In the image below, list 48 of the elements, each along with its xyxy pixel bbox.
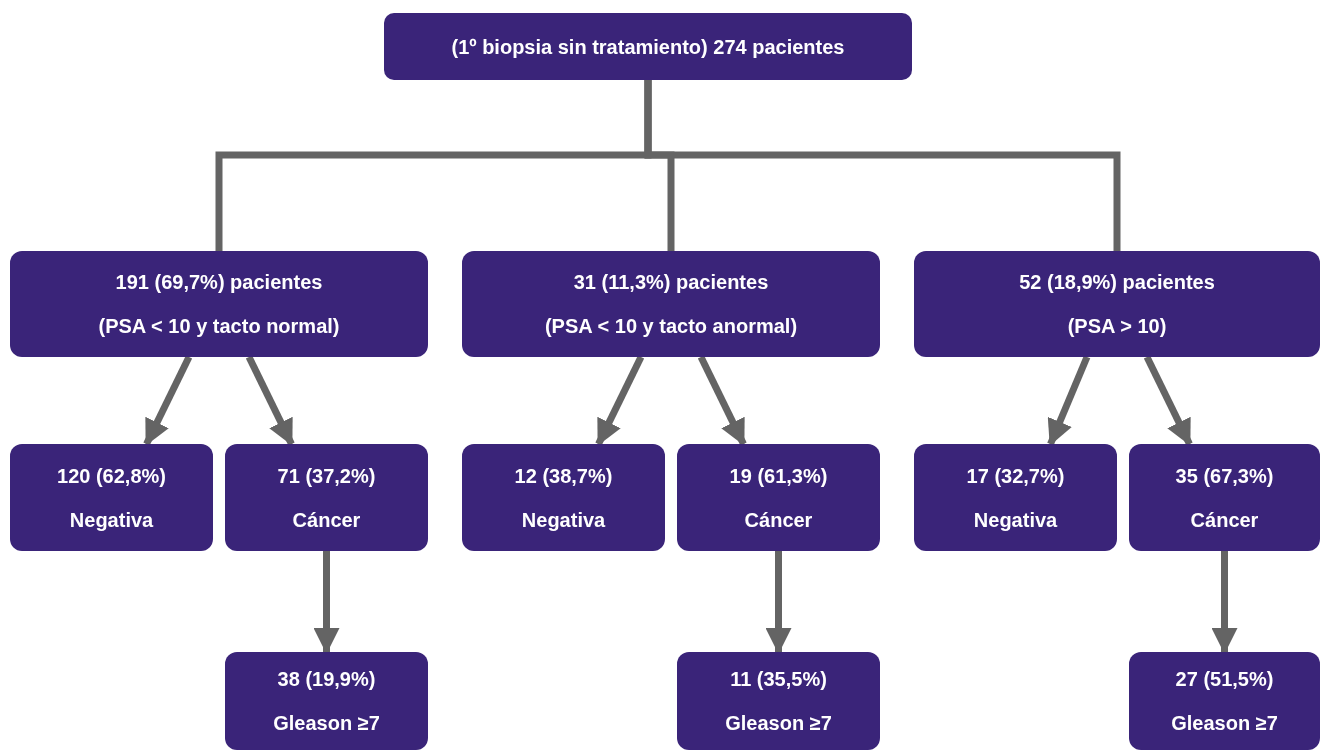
box-text: 27 (51,5%) [1175, 667, 1274, 691]
box-text: Negativa [973, 507, 1058, 532]
arrow [765, 551, 792, 654]
arrow [1211, 551, 1238, 654]
box-text: 17 (32,7%) [966, 463, 1065, 488]
process-box [10, 444, 213, 551]
box-text: 31 (11,3%) pacientes [573, 270, 769, 294]
box-text: 12 (38,7%) [514, 463, 613, 488]
box-text: (1º biopsia sin tratamiento) 274 pacientes [451, 34, 845, 59]
box-text: Gleason ≥7 [1171, 711, 1278, 735]
arrow [313, 551, 340, 654]
box-text: Cáncer [744, 507, 813, 532]
process-box [462, 444, 665, 551]
process-box [462, 251, 880, 357]
box-text: 35 (67,3%) [1175, 463, 1274, 488]
process-box [1129, 652, 1320, 750]
box-text: (PSA < 10 y tacto normal) [98, 314, 340, 338]
process-box [1129, 444, 1320, 551]
process-box [914, 251, 1320, 357]
root-box [384, 13, 912, 80]
arrow [245, 355, 295, 446]
box-text: 52 (18,9%) pacientes [1019, 270, 1215, 294]
box-text: 191 (69,7%) pacientes [115, 270, 323, 294]
box-text: 11 (35,5%) [730, 667, 827, 691]
box-text: 120 (62,8%) [57, 463, 166, 488]
arrow [1047, 355, 1091, 446]
process-box [914, 444, 1117, 551]
arrow [595, 355, 645, 446]
box-text: (PSA > 10) [1067, 314, 1167, 338]
box-text: Negativa [69, 507, 154, 532]
process-box [677, 444, 880, 551]
arrow [1143, 355, 1193, 446]
box-text: (PSA < 10 y tacto anormal) [544, 314, 798, 338]
arrow [697, 355, 747, 446]
box-text: Cáncer [292, 507, 361, 532]
arrow [143, 355, 193, 446]
box-text: Gleason ≥7 [725, 711, 832, 735]
box-text: Negativa [521, 507, 606, 532]
box-text: 38 (19,9%) [277, 667, 376, 691]
process-box [225, 652, 428, 750]
box-text: 19 (61,3%) [729, 463, 828, 488]
box-text: 71 (37,2%) [277, 463, 376, 488]
box-text: Cáncer [1190, 507, 1259, 532]
process-box [677, 652, 880, 750]
process-box [10, 251, 428, 357]
connector-line [644, 80, 1121, 251]
box-text: Gleason ≥7 [273, 711, 380, 735]
process-box [225, 444, 428, 551]
